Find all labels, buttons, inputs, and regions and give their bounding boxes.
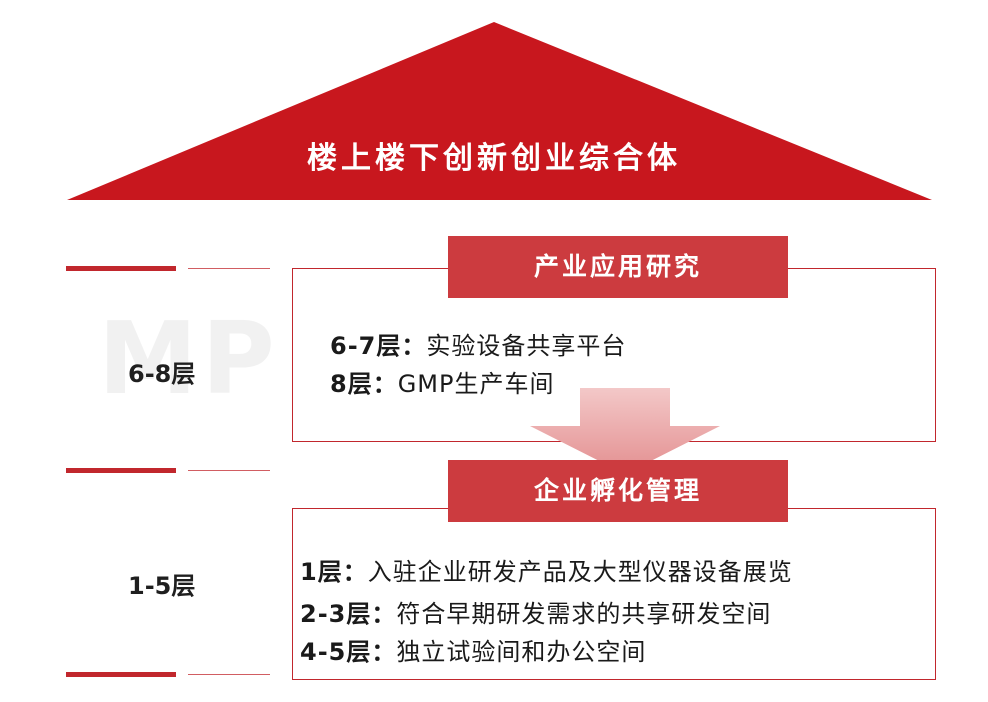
floor-label-upper: 6-8层 (128, 360, 196, 388)
line-text: 入驻企业研发产品及大型仪器设备展览 (367, 558, 793, 586)
line-text: GMP生产车间 (397, 370, 555, 398)
line-label: 2-3层： (300, 600, 397, 628)
upper-line: 8层：GMP生产车间 (330, 364, 554, 399)
roof-triangle (67, 22, 932, 200)
divider-line (188, 268, 270, 269)
roof-title: 楼上楼下创新创业综合体 (307, 141, 681, 176)
upper-line: 6-7层：实验设备共享平台 (330, 326, 626, 361)
line-label: 8层： (330, 370, 398, 398)
lower-line: 1层：入驻企业研发产品及大型仪器设备展览 (300, 552, 793, 587)
divider-line (66, 468, 176, 473)
divider-line (66, 266, 176, 271)
lower-line: 4-5层：独立试验间和办公空间 (300, 632, 646, 667)
line-text: 独立试验间和办公空间 (396, 638, 647, 666)
lower-line: 2-3层：符合早期研发需求的共享研发空间 (300, 594, 771, 629)
divider-line (66, 672, 176, 677)
floor-label-lower: 1-5层 (128, 572, 196, 600)
lower-section-title: 企业孵化管理 (448, 460, 788, 522)
watermark-logo: MP (98, 300, 279, 417)
upper-section-title: 产业应用研究 (448, 236, 788, 298)
line-text: 实验设备共享平台 (426, 332, 627, 360)
divider-line (188, 470, 270, 471)
line-label: 4-5层： (300, 638, 397, 666)
down-arrow-icon (530, 388, 720, 474)
divider-line (188, 674, 270, 675)
line-label: 1层： (300, 558, 368, 586)
line-text: 符合早期研发需求的共享研发空间 (396, 600, 772, 628)
line-label: 6-7层： (330, 332, 427, 360)
